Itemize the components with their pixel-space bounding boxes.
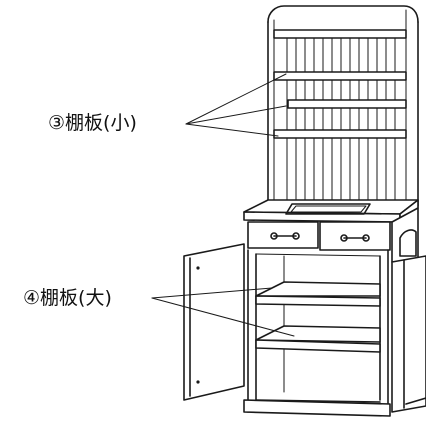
- door-hinge-top: [196, 266, 200, 270]
- label-shelf-large: ④棚板(大): [23, 287, 112, 309]
- counter-top: [243, 199, 419, 223]
- leader-lines-shelf-large: [151, 287, 295, 337]
- shelf-small-4: [273, 129, 407, 139]
- door-hinge-bottom: [196, 380, 200, 384]
- drawers: [247, 207, 419, 263]
- right-door: [391, 255, 426, 413]
- leader-lines-shelf-small: [185, 73, 287, 137]
- shelf-small-2: [273, 71, 407, 81]
- left-door: [183, 243, 245, 401]
- hutch-upper-section: [267, 5, 419, 207]
- drawer-left: [247, 221, 319, 249]
- hutch-back-slats: [286, 35, 396, 201]
- shelf-small-3: [287, 99, 407, 109]
- cabinet-base: [243, 399, 391, 417]
- counter-inset: [285, 203, 371, 215]
- shelf-small-1: [273, 29, 407, 39]
- shelf-large-2: [255, 325, 381, 353]
- drawer-right: [319, 221, 391, 251]
- label-shelf-small: ③棚板(小): [48, 112, 137, 134]
- shelf-large-1: [255, 281, 381, 307]
- hutch-crown: [267, 5, 419, 23]
